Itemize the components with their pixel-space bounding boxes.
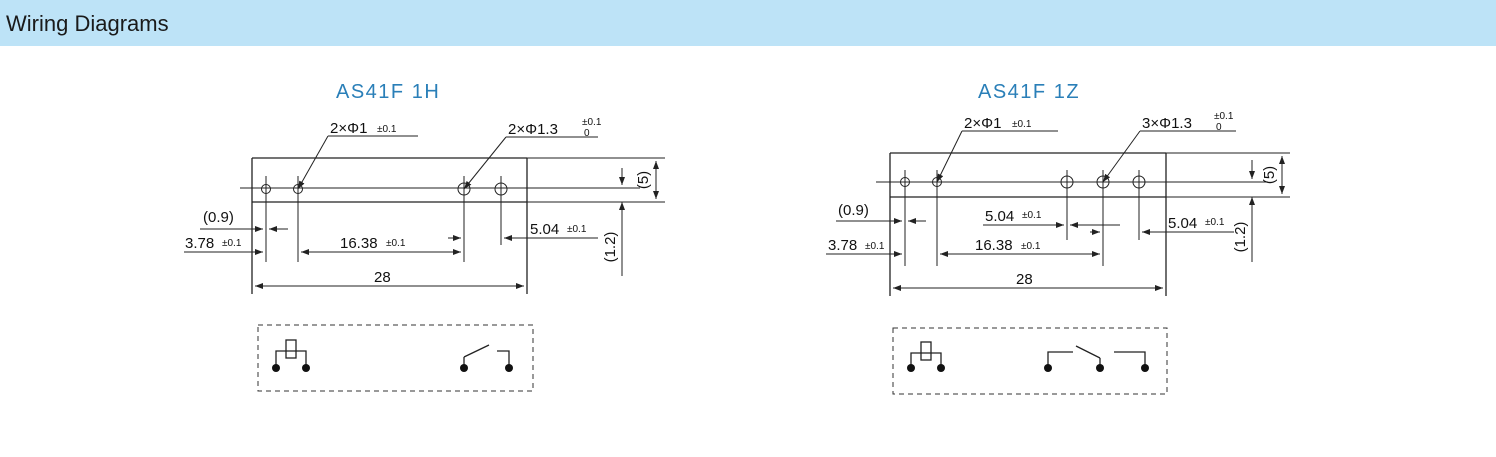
holes-1z — [900, 170, 1146, 266]
dim-09-1z: (0.9) — [838, 202, 869, 219]
hole-large-tol-top-1h: ±0.1 — [582, 117, 602, 128]
dim-12-1h: (1.2) — [602, 232, 619, 263]
hole-large-tol-top-1z: ±0.1 — [1214, 111, 1234, 122]
terminal-dot — [1141, 364, 1149, 372]
header-bar: Wiring Diagrams — [0, 0, 1496, 46]
holes-1h — [261, 176, 508, 262]
hole-large-label-1h: 2×Φ1.3 — [508, 121, 558, 138]
dim-09-1h: (0.9) — [203, 209, 234, 226]
relay-coil-icon — [285, 339, 297, 359]
wiring-diagrams-canvas: AS41F 1H 2×Φ1 ±0.1 2×Φ1 — [184, 81, 1290, 395]
diagram-1h: AS41F 1H 2×Φ1 ±0.1 2×Φ1 — [184, 81, 665, 392]
terminal-dot — [937, 364, 945, 372]
terminal-dot — [1044, 364, 1052, 372]
dim-5-1z: (5) — [1261, 166, 1278, 184]
relay-coil-icon — [920, 341, 932, 361]
hole-small-label-1z: 2×Φ1 — [964, 115, 1001, 132]
hole-large-tol-bottom-1h: 0 — [584, 128, 590, 139]
dim-12-1z: (1.2) — [1232, 222, 1249, 253]
terminal-dot — [460, 364, 468, 372]
hole-small-tol-1z: ±0.1 — [1012, 119, 1032, 130]
page-title: Wiring Diagrams — [6, 11, 169, 36]
hole-large-tol-bottom-1z: 0 — [1216, 122, 1222, 133]
switch-contact-icon — [463, 344, 490, 358]
dim-378-tol-1h: ±0.1 — [222, 238, 242, 249]
dim-28-1h: 28 — [374, 269, 391, 286]
dim-504a-1z: 5.04 — [985, 208, 1014, 225]
terminal-dot — [272, 364, 280, 372]
hole-small-label-1h: 2×Φ1 — [330, 120, 367, 137]
terminal-dot — [1096, 364, 1104, 372]
dim-378-1z: 3.78 — [828, 237, 857, 254]
dim-1638-1h: 16.38 — [340, 235, 378, 252]
dim-1638-tol-1z: ±0.1 — [1021, 241, 1041, 252]
dim-504a-tol-1z: ±0.1 — [1022, 210, 1042, 221]
model-title-1z: AS41F 1Z — [978, 81, 1080, 103]
schematic-1h — [257, 324, 534, 392]
switch-contact-icon — [1075, 345, 1101, 359]
dim-378-tol-1z: ±0.1 — [865, 241, 885, 252]
dim-5-1h: (5) — [635, 171, 652, 189]
terminal-dot — [505, 364, 513, 372]
dim-504b-tol-1z: ±0.1 — [1205, 217, 1225, 228]
diagram-1z: AS41F 1Z 2×Φ1 ±0.1 — [826, 81, 1290, 395]
hole-small-tol-1h: ±0.1 — [377, 124, 397, 135]
terminal-dot — [302, 364, 310, 372]
dim-1638-tol-1h: ±0.1 — [386, 238, 406, 249]
terminal-dot — [907, 364, 915, 372]
dim-28-1z: 28 — [1016, 271, 1033, 288]
dim-504-tol-1h: ±0.1 — [567, 224, 587, 235]
dim-504b-1z: 5.04 — [1168, 215, 1197, 232]
schematic-1z — [892, 327, 1168, 395]
hole-large-label-1z: 3×Φ1.3 — [1142, 115, 1192, 132]
model-title-1h: AS41F 1H — [336, 81, 440, 103]
dim-1638-1z: 16.38 — [975, 237, 1013, 254]
dim-378-1h: 3.78 — [185, 235, 214, 252]
dim-504-1h: 5.04 — [530, 221, 559, 238]
